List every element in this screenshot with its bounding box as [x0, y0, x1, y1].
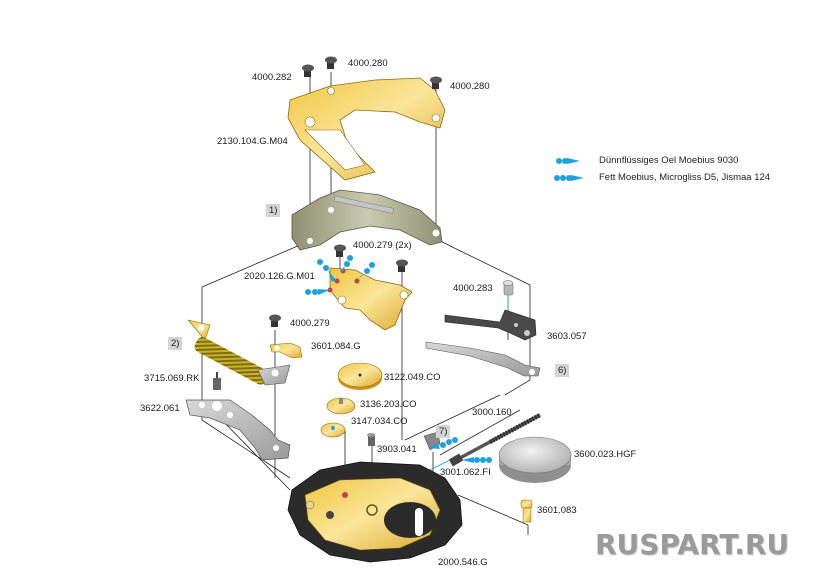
label-4000-282: 4000.282 [252, 72, 292, 83]
screw-4000-280-left [325, 56, 337, 69]
wheel-3136-203 [326, 397, 356, 415]
wheel-3122-049 [337, 362, 383, 390]
label-3715-069: 3715.069.RK [144, 373, 200, 384]
label-4000-279-2x: 4000.279 (2x) [353, 240, 412, 251]
watermark-logo: RUSPART.RU [595, 528, 790, 561]
step-7-badge: 7) [436, 425, 451, 438]
part-3601-084 [269, 342, 303, 359]
step-2-badge: 2) [168, 337, 183, 350]
label-3001-062: 3001.062.FI [440, 467, 491, 478]
setting-lever-6 [425, 341, 541, 377]
label-3603-057: 3603.057 [547, 331, 587, 342]
label-2130-104: 2130.104.G.M04 [217, 136, 288, 147]
label-3600-023: 3600.023.HGF [574, 449, 637, 460]
legend-oil-drop-double-icon [556, 158, 580, 164]
label-3136-203: 3136.203.CO [360, 399, 417, 410]
label-3147-034: 3147.034.CO [351, 416, 408, 427]
wheel-3147-034 [320, 422, 346, 438]
label-4000-280-right: 4000.280 [450, 81, 490, 92]
main-plate-2000-546 [287, 461, 463, 563]
part-3903-041 [367, 433, 375, 446]
part-3715-069 [213, 372, 221, 390]
train-bridge-plate [287, 77, 446, 181]
winding-stem-3000-160 [459, 413, 542, 460]
step-1-badge: 1) [266, 204, 281, 217]
screw-4000-279-2x [334, 244, 346, 257]
part-3622-061 [185, 399, 291, 461]
part-3601-083 [520, 499, 533, 523]
green-bridge [291, 189, 443, 251]
label-4000-280-left: 4000.280 [348, 58, 388, 69]
part-3603-057 [444, 309, 537, 341]
screw-4000-283 [502, 280, 514, 296]
oil-markers [305, 255, 509, 310]
screw-4000-279-right [396, 259, 408, 272]
oil-markers-stem [428, 437, 492, 471]
label-3622-061: 3622.061 [140, 403, 180, 414]
label-3122-049: 3122.049.CO [384, 372, 441, 383]
legend-oil-text: Dünnflüssiges Oel Moebius 9030 [599, 155, 739, 166]
screw-4000-279 [269, 314, 281, 327]
clutch-3001-062 [448, 453, 464, 467]
label-3601-084: 3601.084.G [311, 341, 361, 352]
label-3601-083: 3601.083 [537, 505, 577, 516]
click-spring [187, 319, 291, 386]
step-6-badge: 6) [555, 364, 570, 377]
label-2020-126: 2020.126.G.M01 [244, 271, 315, 282]
label-3903-041: 3903.041 [377, 444, 417, 455]
label-4000-283: 4000.283 [453, 283, 493, 294]
legend-oil-drop-triple-icon [554, 175, 584, 181]
gold-bridge-2020 [327, 267, 413, 331]
label-3000-160: 3000.160 [472, 407, 512, 418]
legend-grease-text: Fett Moebius, Microgliss D5, Jismaa 124 [599, 172, 771, 183]
screw-4000-282 [302, 64, 314, 77]
screw-4000-280-right [430, 76, 442, 89]
battery-3600-023 [498, 436, 572, 483]
label-2000-546: 2000.546.G [438, 557, 488, 568]
label-4000-279: 4000.279 [290, 318, 330, 329]
